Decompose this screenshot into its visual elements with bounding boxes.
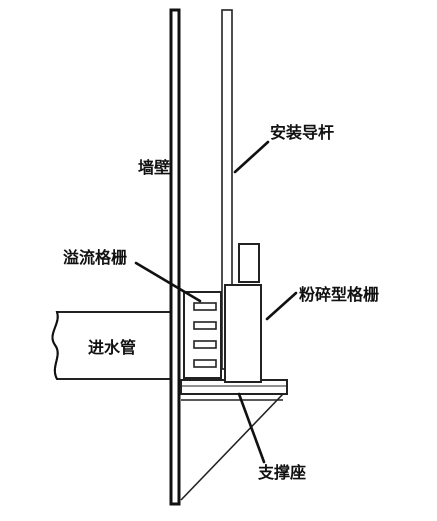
- overflow-grille-label: 溢流格栅: [63, 248, 127, 267]
- crushing-grille-motor: [238, 243, 260, 283]
- support-base-label: 支撑座: [257, 463, 306, 482]
- overflow-grille-leader: [134, 261, 202, 303]
- crushing-grille-label: 粉碎型格栅: [299, 285, 379, 304]
- support-base-leader: [237, 392, 266, 464]
- overflow-grille: [183, 291, 222, 379]
- wall-label: 墙壁: [138, 158, 170, 177]
- crushing-grille-leader: [265, 291, 298, 321]
- wall: [169, 8, 181, 506]
- support-base: [180, 379, 288, 501]
- inlet-pipe: [51, 311, 179, 380]
- crushing-grille-body: [224, 284, 262, 383]
- overflow-grille-slot: [193, 302, 217, 311]
- overflow-grille-slot: [193, 359, 217, 368]
- inlet-pipe-break-line: [51, 311, 59, 380]
- inlet-pipe-label: 进水管: [88, 338, 136, 357]
- crushing-grille: [224, 243, 262, 383]
- overflow-grille-slot: [193, 321, 217, 330]
- guide-rod-leader: [233, 140, 270, 174]
- support-base-brace-diagonal: [180, 393, 284, 501]
- overflow-grille-slot: [193, 340, 217, 349]
- guide-rod-label: 安装导杆: [270, 123, 334, 142]
